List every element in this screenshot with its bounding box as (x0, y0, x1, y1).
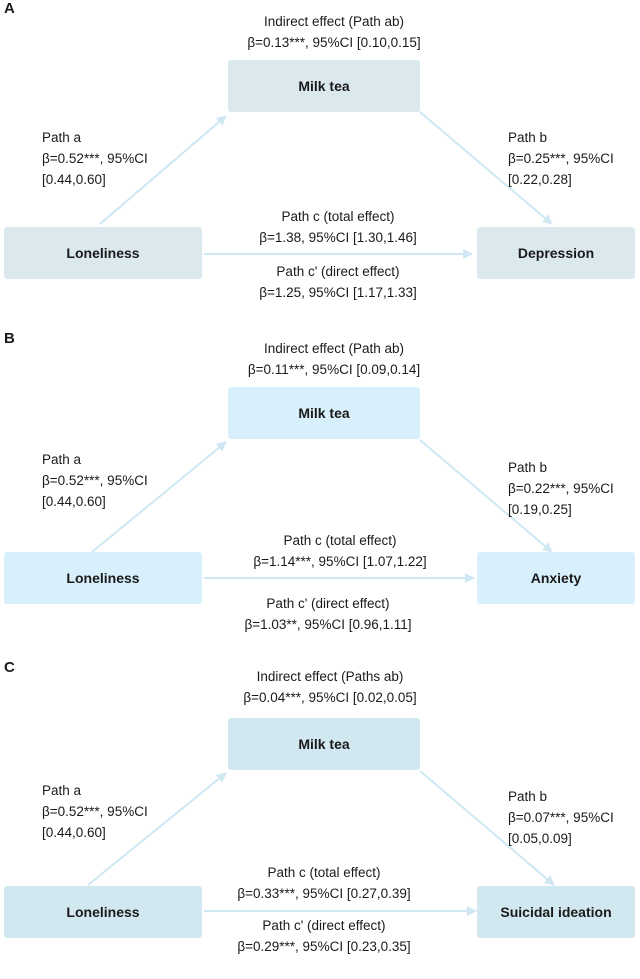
panel-b-arrows (91, 439, 553, 583)
panel-a-arrows (99, 111, 553, 259)
arrow-path-b (419, 770, 555, 886)
path-c-prime-value: β=1.25, 95%CI [1.17,1.33] (259, 285, 417, 300)
mediator-node: Milk tea (228, 60, 420, 112)
outcome-node: Depression (477, 227, 635, 279)
predictor-node: Loneliness (4, 886, 202, 938)
mediator-node: Milk tea (228, 718, 420, 770)
arrow-path-b (419, 111, 553, 225)
path-b-value: β=0.25***, 95%CI (508, 151, 614, 166)
path-b-title: Path b (508, 460, 548, 475)
path-a-value: β=0.52***, 95%CI (42, 473, 148, 488)
outcome-node: Anxiety (477, 552, 635, 604)
indirect-effect-title: Indirect effect (Paths ab) (256, 669, 404, 684)
mediator-node: Milk tea (228, 387, 420, 439)
path-b-value: β=0.07***, 95%CI (508, 810, 614, 825)
path-b-ci: [0.22,0.28] (508, 172, 572, 187)
path-b-title: Path b (508, 789, 548, 804)
path-c-prime-title: Path c' (direct effect) (266, 596, 390, 611)
arrow-path-b (419, 439, 553, 553)
path-a-value: β=0.52***, 95%CI (42, 151, 148, 166)
indirect-effect-title: Indirect effect (Path ab) (263, 14, 405, 29)
path-c-value: β=1.38, 95%CI [1.30,1.46] (259, 230, 417, 245)
path-a-value: β=0.52***, 95%CI (42, 804, 148, 819)
path-c-title: Path c (total effect) (281, 209, 395, 224)
path-b-ci: [0.19,0.25] (508, 502, 572, 517)
path-a-title: Path a (42, 783, 82, 798)
predictor-node: Loneliness (4, 227, 202, 279)
indirect-effect-value: β=0.13***, 95%CI [0.10,0.15] (247, 35, 421, 50)
arrow-path-a (87, 772, 227, 886)
path-a-title: Path a (42, 130, 82, 145)
arrow-path-a (91, 441, 227, 553)
path-b-title: Path b (508, 130, 548, 145)
path-b-value: β=0.22***, 95%CI (508, 481, 614, 496)
path-a-ci: [0.44,0.60] (42, 825, 106, 840)
indirect-effect-value: β=0.04***, 95%CI [0.02,0.05] (243, 690, 417, 705)
path-a-ci: [0.44,0.60] (42, 172, 106, 187)
panel-b: B Indirect effect (Path ab) β=0.11***, 9… (0, 330, 640, 650)
panel-label: B (4, 330, 15, 347)
panel-c: C Indirect effect (Paths ab) β=0.04***, … (0, 659, 640, 979)
predictor-node: Loneliness (4, 552, 202, 604)
path-c-title: Path c (total effect) (267, 865, 381, 880)
path-a-ci: [0.44,0.60] (42, 494, 106, 509)
path-c-prime-value: β=1.03**, 95%CI [0.96,1.11] (244, 617, 412, 632)
outcome-node: Suicidal ideation (477, 886, 635, 938)
path-c-title: Path c (total effect) (283, 533, 397, 548)
path-c-value: β=1.14***, 95%CI [1.07,1.22] (253, 554, 427, 569)
path-b-ci: [0.05,0.09] (508, 831, 572, 846)
path-c-value: β=0.33***, 95%CI [0.27,0.39] (237, 886, 411, 901)
indirect-effect-title: Indirect effect (Path ab) (263, 341, 405, 356)
path-a-title: Path a (42, 452, 82, 467)
panel-label: A (4, 0, 15, 17)
path-c-prime-title: Path c' (direct effect) (276, 264, 400, 279)
path-c-prime-title: Path c' (direct effect) (262, 918, 386, 933)
panel-a: A Indirect effect (Path ab) β=0.13***, 9… (0, 0, 640, 320)
panel-c-arrows (87, 770, 555, 916)
path-c-prime-value: β=0.29***, 95%CI [0.23,0.35] (237, 939, 411, 954)
indirect-effect-value: β=0.11***, 95%CI [0.09,0.14] (247, 362, 421, 377)
arrow-path-a (99, 115, 227, 225)
panel-label: C (4, 659, 15, 676)
